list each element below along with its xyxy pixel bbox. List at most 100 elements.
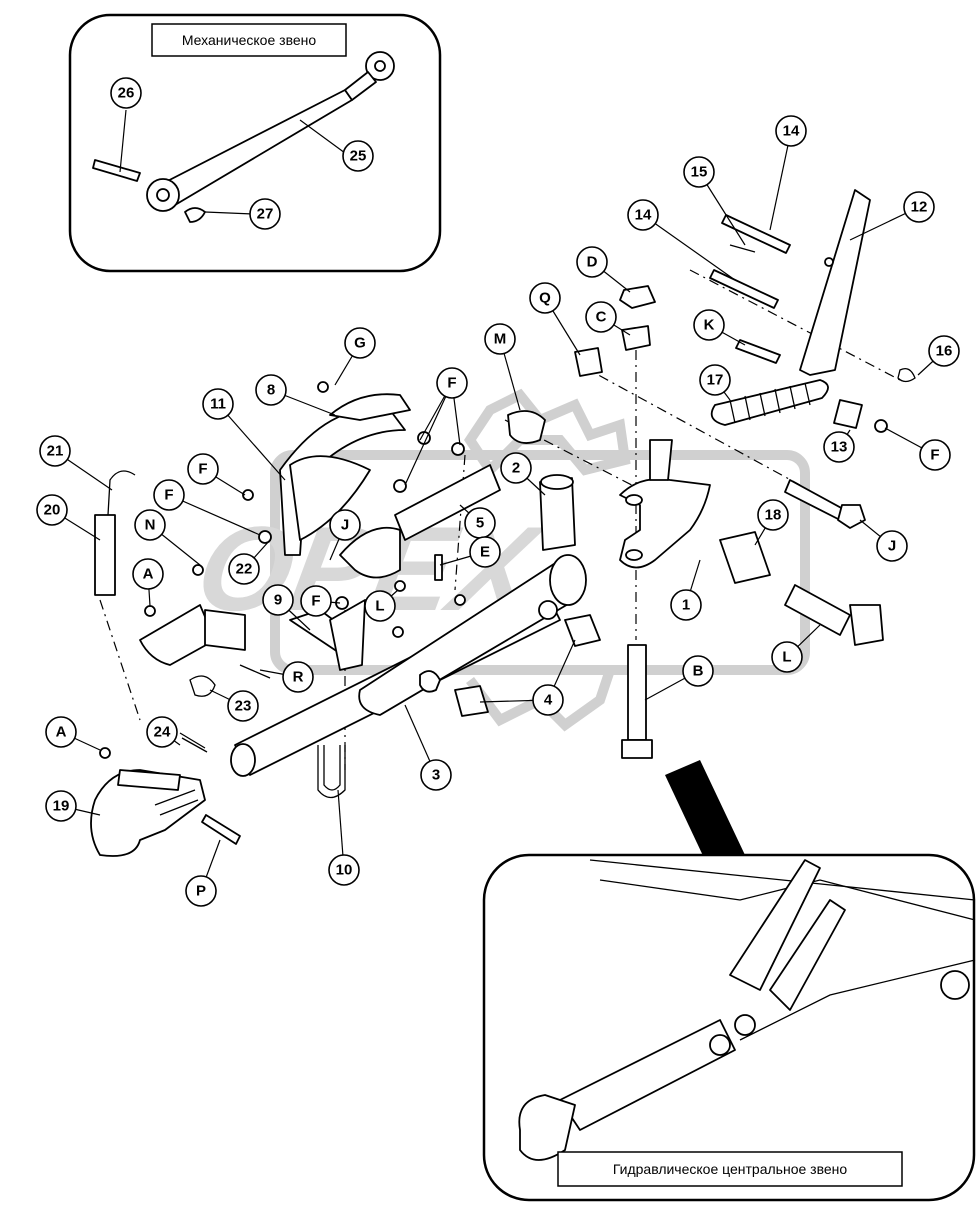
callout-11: 11 (202, 388, 234, 420)
callout-14: 14 (775, 115, 807, 147)
callout-26: 26 (110, 77, 142, 109)
callout-label: 27 (257, 206, 274, 223)
callout-circle (771, 641, 803, 673)
callout-19: 19 (45, 790, 77, 822)
svg-text:Гидравлическое центральное зве: Гидравлическое центральное звено (613, 1161, 848, 1177)
callout-label: J (341, 517, 349, 534)
callout-label: C (596, 309, 607, 326)
callout-circle (757, 499, 789, 531)
callout-circle (185, 875, 217, 907)
callout-circle (683, 156, 715, 188)
callout-circle (627, 199, 659, 231)
callout-circle (682, 655, 714, 687)
callout-label: 17 (707, 372, 724, 389)
callout-27: 27 (249, 198, 281, 230)
callout-circle (576, 246, 608, 278)
callout-circle (420, 759, 452, 791)
callout-circle (249, 198, 281, 230)
callout-circle (532, 684, 564, 716)
callout-22: 22 (228, 553, 260, 585)
callout-circle (775, 115, 807, 147)
callout-circle (328, 854, 360, 886)
callout-M: M (484, 323, 516, 355)
callout-18: 18 (757, 499, 789, 531)
callout-label: 16 (936, 343, 953, 360)
callout-L: L (771, 641, 803, 673)
hydraulic-link-inset: Гидравлическое центральное звено (482, 760, 976, 1202)
callout-Q: Q (529, 282, 561, 314)
callout-G: G (344, 327, 376, 359)
callout-label: E (480, 544, 490, 561)
callout-N: N (134, 509, 166, 541)
callout-label: 22 (236, 561, 253, 578)
callout-circle (529, 282, 561, 314)
callout-label: 10 (336, 862, 353, 879)
callout-label: F (164, 487, 173, 504)
callout-circle (484, 323, 516, 355)
callout-C: C (585, 301, 617, 333)
mechanical-link-inset: Механическое звено (68, 13, 442, 273)
callout-circle (146, 716, 178, 748)
callout-circle (699, 364, 731, 396)
callout-circle (469, 536, 501, 568)
callout-label: Q (539, 290, 551, 307)
callout-label: K (704, 317, 715, 334)
callout-4: 4 (532, 684, 564, 716)
callout-label: 4 (544, 692, 553, 709)
callout-circle (36, 494, 68, 526)
callout-circle (329, 509, 361, 541)
callout-circle (436, 367, 468, 399)
callout-24: 24 (146, 716, 178, 748)
callout-label: 14 (783, 123, 800, 140)
callout-circle (228, 553, 260, 585)
callout-circle (903, 191, 935, 223)
callout-D: D (576, 246, 608, 278)
callout-label: 21 (47, 443, 64, 460)
callout-2: 2 (500, 452, 532, 484)
callout-1: 1 (670, 589, 702, 621)
callout-F: F (436, 367, 468, 399)
callout-A: A (132, 558, 164, 590)
callout-circle (187, 453, 219, 485)
callout-label: 15 (691, 164, 708, 181)
callout-14: 14 (627, 199, 659, 231)
callout-label: P (196, 883, 206, 900)
callout-23: 23 (227, 690, 259, 722)
callout-circle (262, 584, 294, 616)
callout-label: 3 (432, 767, 440, 784)
callout-F: F (300, 585, 332, 617)
callout-label: N (145, 517, 156, 534)
callout-label: A (56, 724, 67, 741)
callout-label: 1 (682, 597, 690, 614)
callout-label: 12 (911, 199, 928, 216)
callout-circle (132, 558, 164, 590)
callout-label: G (354, 335, 366, 352)
callout-J: J (329, 509, 361, 541)
callout-label: 9 (274, 592, 282, 609)
callout-circle (344, 327, 376, 359)
hydraulic-link-caption: Гидравлическое центральное звено (557, 1151, 903, 1187)
callout-10: 10 (328, 854, 360, 886)
callout-label: 5 (476, 515, 484, 532)
callout-K: K (693, 309, 725, 341)
callout-label: L (375, 598, 384, 615)
callout-circle (300, 585, 332, 617)
callout-L: L (364, 590, 396, 622)
main-assembly (51, 130, 945, 892)
callout-25: 25 (342, 140, 374, 172)
callout-label: F (311, 593, 320, 610)
callout-13: 13 (823, 431, 855, 463)
zoom-pointer (665, 760, 745, 860)
callout-circle (919, 439, 951, 471)
callouts: 1234589101112131415141617181920212223242… (36, 77, 960, 907)
callout-F: F (187, 453, 219, 485)
callout-label: F (930, 447, 939, 464)
callout-circle (153, 479, 185, 511)
callout-label: R (293, 669, 304, 686)
callout-9: 9 (262, 584, 294, 616)
callout-3: 3 (420, 759, 452, 791)
callout-8: 8 (255, 374, 287, 406)
callout-label: 18 (765, 507, 782, 524)
callout-label: F (447, 375, 456, 392)
